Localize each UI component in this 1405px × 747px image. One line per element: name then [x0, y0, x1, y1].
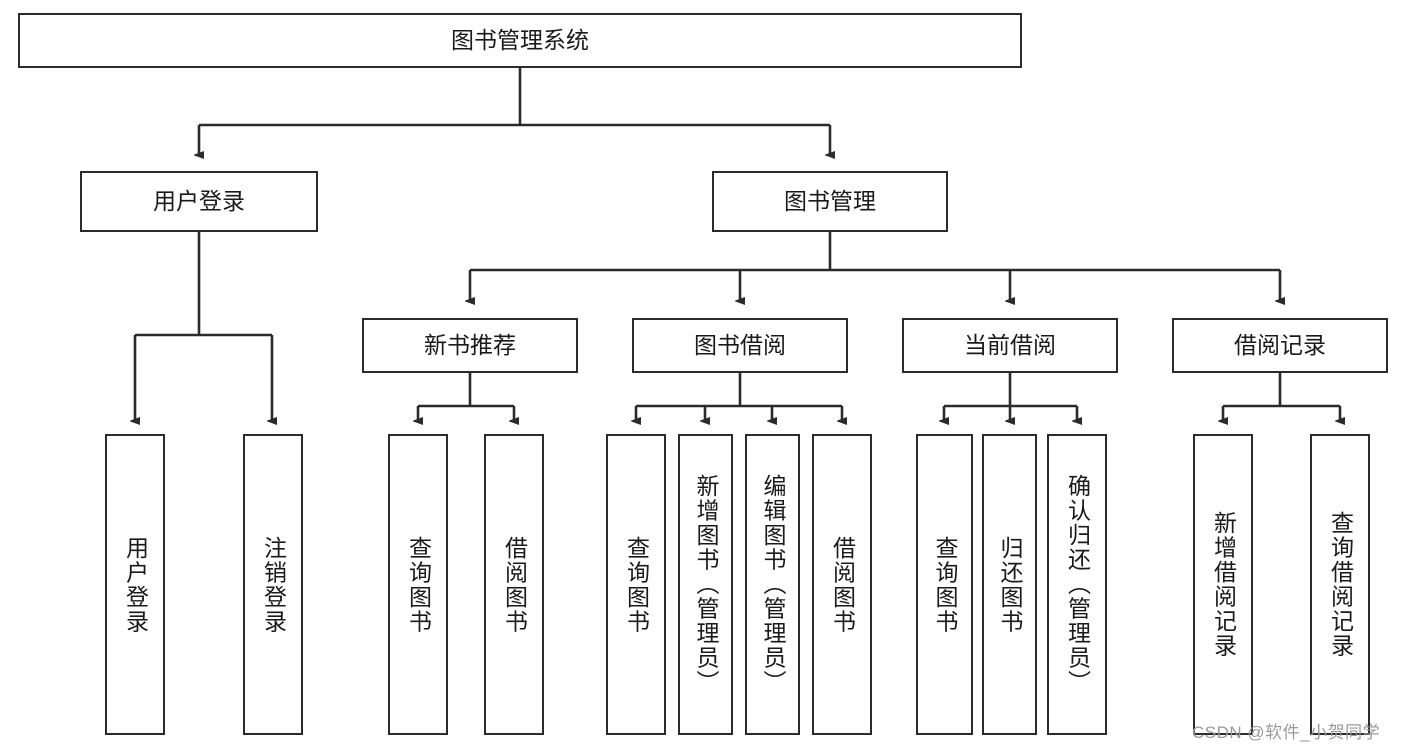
- node-label: 查询图书: [405, 535, 432, 634]
- node-label: 借阅图书: [829, 535, 856, 634]
- node-user-login[interactable]: 用户登录: [80, 171, 318, 232]
- leaf-confirm-return-admin[interactable]: 确认归还（管理员）: [1047, 434, 1107, 735]
- node-label: 查询图书: [623, 535, 650, 634]
- leaf-add-borrow-record[interactable]: 新增借阅记录: [1193, 434, 1253, 735]
- node-borrow-record[interactable]: 借阅记录: [1172, 318, 1388, 373]
- node-label: 确认归还（管理员）: [1064, 474, 1091, 695]
- node-book-borrow[interactable]: 图书借阅: [632, 318, 848, 373]
- node-label: 新增图书（管理员）: [693, 474, 719, 695]
- node-label: 归还图书: [997, 535, 1023, 634]
- csdn-watermark: CSDN @软件_小贺同学: [1192, 723, 1381, 742]
- leaf-query-borrow-record[interactable]: 查询借阅记录: [1310, 434, 1370, 735]
- node-label: 借阅图书: [501, 535, 528, 634]
- node-label: 编辑图书（管理员）: [760, 474, 786, 695]
- leaf-query-book-recommend[interactable]: 查询图书: [388, 434, 448, 735]
- node-new-book-recommend[interactable]: 新书推荐: [362, 318, 578, 373]
- node-label: 查询借阅记录: [1327, 511, 1354, 658]
- node-label: 用户登录: [153, 187, 245, 214]
- node-label: 查询图书: [932, 535, 958, 634]
- leaf-logout[interactable]: 注销登录: [243, 434, 303, 735]
- leaf-user-login[interactable]: 用户登录: [105, 434, 165, 735]
- node-label: 注销登录: [260, 535, 287, 634]
- leaf-return-book[interactable]: 归还图书: [982, 434, 1037, 735]
- leaf-borrow-book-recommend[interactable]: 借阅图书: [484, 434, 544, 735]
- leaf-edit-book-admin[interactable]: 编辑图书（管理员）: [745, 434, 800, 735]
- leaf-borrow-book[interactable]: 借阅图书: [812, 434, 872, 735]
- node-label: 借阅记录: [1234, 331, 1326, 358]
- leaf-query-book-current[interactable]: 查询图书: [916, 434, 973, 735]
- node-label: 新增借阅记录: [1210, 511, 1237, 658]
- node-label: 用户登录: [122, 535, 149, 634]
- node-current-borrow[interactable]: 当前借阅: [902, 318, 1118, 373]
- node-root[interactable]: 图书管理系统: [18, 13, 1022, 68]
- node-label: 新书推荐: [424, 331, 516, 358]
- node-label: 图书借阅: [694, 331, 786, 358]
- node-book-management[interactable]: 图书管理: [712, 171, 948, 232]
- leaf-query-book-borrow[interactable]: 查询图书: [606, 434, 666, 735]
- node-label: 当前借阅: [964, 331, 1056, 358]
- node-label: 图书管理系统: [451, 26, 589, 53]
- node-label: 图书管理: [784, 187, 876, 214]
- leaf-add-book-admin[interactable]: 新增图书（管理员）: [678, 434, 733, 735]
